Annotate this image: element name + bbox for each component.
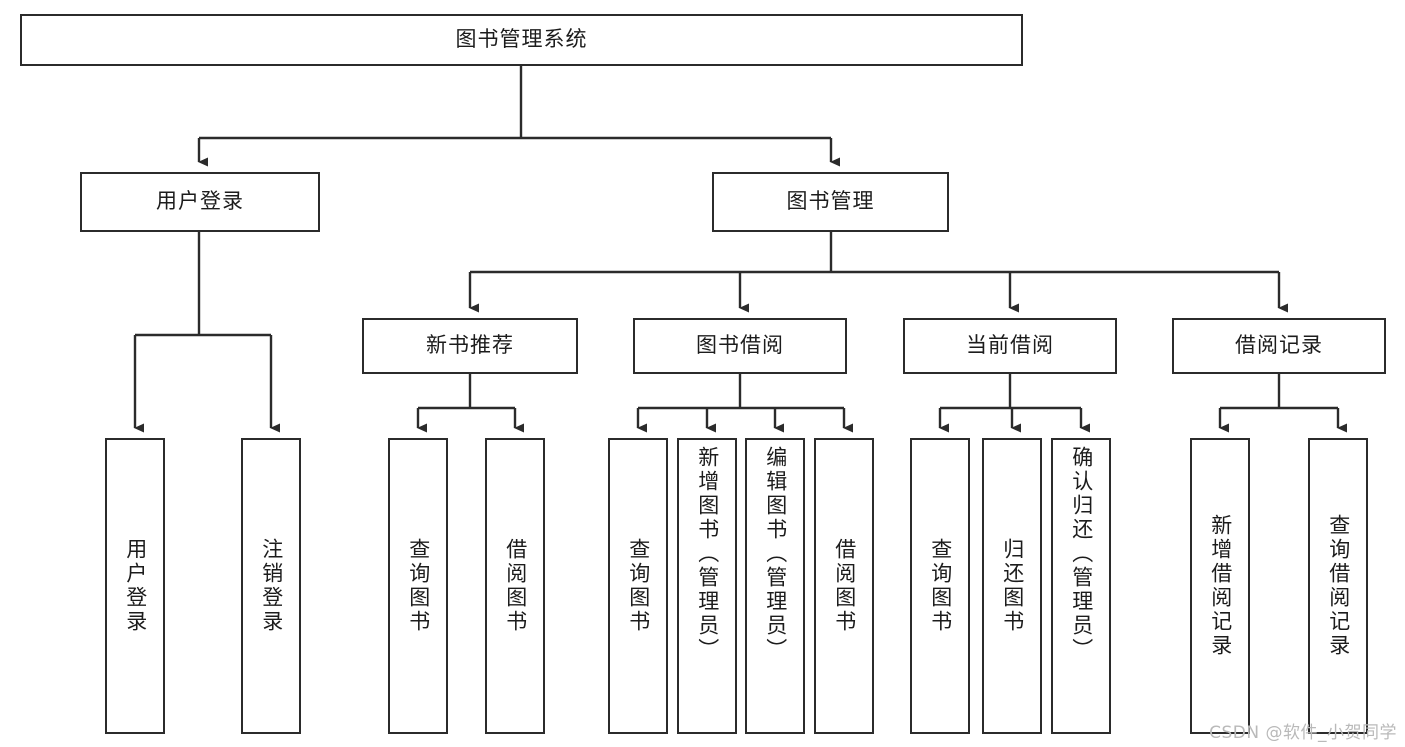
node-leaf-user-login-label: 用户登录 [123, 538, 148, 634]
node-leaf-confirm-return-label: 确认归还（管理员） [1069, 446, 1094, 662]
node-leaf-query-book-3-label: 查询图书 [928, 538, 953, 634]
node-leaf-query-book-1[interactable]: 查询图书 [388, 438, 448, 734]
node-leaf-return-book-label: 归还图书 [1000, 538, 1025, 634]
node-leaf-edit-book[interactable]: 编辑图书（管理员） [745, 438, 805, 734]
node-leaf-add-book[interactable]: 新增图书（管理员） [677, 438, 737, 734]
node-leaf-query-book-2[interactable]: 查询图书 [608, 438, 668, 734]
node-leaf-query-record-label: 查询借阅记录 [1326, 514, 1351, 658]
node-leaf-query-record[interactable]: 查询借阅记录 [1308, 438, 1368, 734]
node-book-borrow[interactable]: 图书借阅 [633, 318, 847, 374]
node-leaf-add-book-label: 新增图书（管理员） [695, 446, 720, 662]
node-book-borrow-label: 图书借阅 [696, 333, 784, 358]
node-book-manage-label: 图书管理 [786, 189, 875, 214]
node-new-book-rec[interactable]: 新书推荐 [362, 318, 578, 374]
node-leaf-add-record[interactable]: 新增借阅记录 [1190, 438, 1250, 734]
node-leaf-borrow-book-2[interactable]: 借阅图书 [814, 438, 874, 734]
node-borrow-record[interactable]: 借阅记录 [1172, 318, 1386, 374]
node-leaf-user-login[interactable]: 用户登录 [105, 438, 165, 734]
node-leaf-query-book-1-label: 查询图书 [406, 538, 431, 634]
node-leaf-edit-book-label: 编辑图书（管理员） [763, 446, 788, 662]
node-leaf-borrow-book-1[interactable]: 借阅图书 [485, 438, 545, 734]
node-user-login-label: 用户登录 [156, 189, 244, 214]
node-leaf-borrow-book-1-label: 借阅图书 [503, 538, 528, 634]
node-root[interactable]: 图书管理系统 [20, 14, 1023, 66]
node-leaf-query-book-3[interactable]: 查询图书 [910, 438, 970, 734]
node-current-borrow-label: 当前借阅 [966, 333, 1054, 358]
node-borrow-record-label: 借阅记录 [1235, 333, 1323, 358]
node-new-book-rec-label: 新书推荐 [426, 333, 514, 358]
node-user-login[interactable]: 用户登录 [80, 172, 320, 232]
node-current-borrow[interactable]: 当前借阅 [903, 318, 1117, 374]
node-leaf-confirm-return[interactable]: 确认归还（管理员） [1051, 438, 1111, 734]
node-book-manage[interactable]: 图书管理 [712, 172, 949, 232]
node-leaf-user-logout[interactable]: 注销登录 [241, 438, 301, 734]
node-root-label: 图书管理系统 [455, 27, 588, 52]
node-leaf-add-record-label: 新增借阅记录 [1208, 514, 1233, 658]
node-leaf-query-book-2-label: 查询图书 [626, 538, 651, 634]
node-leaf-borrow-book-2-label: 借阅图书 [832, 538, 857, 634]
node-leaf-user-logout-label: 注销登录 [259, 538, 284, 634]
node-leaf-return-book[interactable]: 归还图书 [982, 438, 1042, 734]
watermark-text: CSDN @软件_小贺同学 [1209, 723, 1397, 743]
